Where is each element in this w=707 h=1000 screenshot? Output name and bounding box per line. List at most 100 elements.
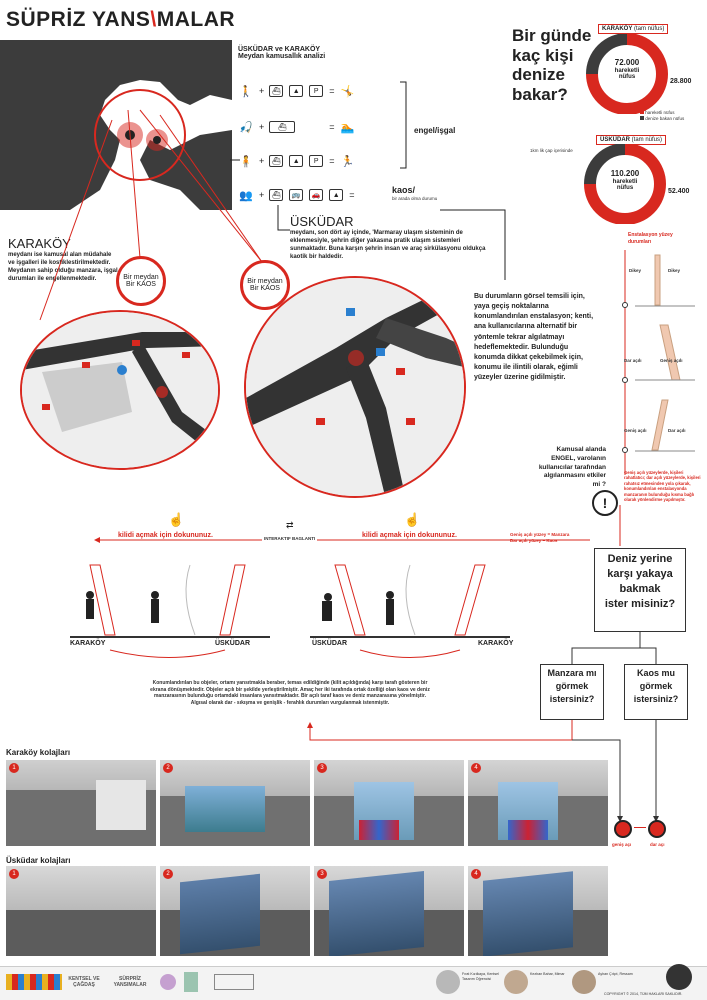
toggle-link: [634, 827, 646, 828]
avatar-3: [572, 970, 596, 994]
footer-logo-2: SÜRPRİZ YANSIMALAR: [113, 976, 147, 988]
install-label-3: Dar açılı: [624, 358, 642, 363]
parking-icon: P: [309, 85, 324, 97]
avatar-1: [436, 970, 460, 994]
kaos-sub: bir arada olma durumu: [392, 196, 438, 201]
avatar-2: [504, 970, 528, 994]
engel-question: Kamusal alanda ENGEL, varolanın kullanıc…: [538, 446, 606, 489]
karakoy-photo-2: 2: [160, 760, 310, 846]
install-label-6: Dar açılı: [668, 428, 686, 433]
uskudar-photo-4: 4: [468, 866, 608, 956]
uskudar-photo-1: 1: [6, 866, 156, 956]
install-label-5: Geniş açılı: [624, 428, 647, 433]
boat-icon-2: ⛴: [269, 155, 284, 167]
photo-number: 1: [9, 763, 19, 773]
uskudar-photo-2: 2: [160, 866, 310, 956]
toggle-wide-button[interactable]: [614, 820, 632, 838]
karakoy-collage-label: Karaköy kolajları: [6, 748, 71, 757]
exclamation-icon: !: [592, 490, 618, 516]
karakoy-section: KARAKÖY meydanı ise kamusal alan müdahal…: [8, 236, 118, 283]
person-hurdle-icon: 🏃: [340, 155, 355, 168]
install-description: Konumlandırılan bu objeler, ortamı yansı…: [150, 680, 430, 706]
toggle-label-left: geniş açı: [612, 842, 632, 847]
karakoy-text: meydanı ise kamusal alan müdahale ve işg…: [8, 252, 118, 283]
touch-label-right: kilidi açmak için dokununuz.: [360, 532, 459, 539]
uskudar-side: 52.400: [668, 188, 690, 195]
copyright: COPYRIGHT © 2014, TÜM HAKLARI SAKLIDIR.: [604, 992, 683, 996]
karakoy-donut: [586, 34, 668, 114]
karakoy-photo-3: 3: [314, 760, 464, 846]
analysis-equations: 🚶+ ⛴▲P =🤸 🎣+ ⛴ =🏊 🧍+ ⛴▲P =🏃 👥+ ⛴🚌🚗▲ =: [239, 85, 355, 202]
install-heading: Enstalasyon yüzey durumları: [628, 232, 673, 245]
installation-illustration: [70, 564, 510, 658]
boat-icon: ⛴: [269, 85, 284, 97]
install-label-1: Dikey: [629, 268, 642, 273]
uskudar-photo-3: 3: [314, 866, 464, 956]
toggle-label-right: dar açı: [650, 842, 665, 847]
install-note: Geniş açılı yüzeylerde, kişileri rahatla…: [624, 470, 701, 503]
cone-icon-2: ▲: [289, 155, 304, 167]
place-uskudar-left: ÜSKÜDAR: [215, 640, 250, 647]
logo-circle: [160, 974, 176, 990]
install-diagrams: [622, 250, 695, 475]
crowd-icon: 👥: [239, 189, 253, 202]
person-fall-icon: 🤸: [340, 85, 355, 98]
logo-colorful: [6, 974, 62, 990]
touch-hand-icon-right: ☝: [404, 512, 421, 527]
karakoy-legend: hareketli nüfus denize bakan nüfus: [640, 110, 684, 122]
uskudar-section: ÜSKÜDAR meydanı, son dört ay içinde, 'Ma…: [290, 214, 495, 261]
karakoy-photo-1: 1: [6, 760, 156, 846]
exchange-icon: ⇄: [286, 520, 294, 530]
touch-label-left: kilidi açmak için dokununuz.: [116, 532, 215, 539]
interactive-link: INTERAKTIF BAGLANTI: [262, 536, 318, 542]
analysis-title: ÜSKÜDAR ve KARAKÖY: [238, 46, 321, 53]
person-stand-icon: 🧍: [239, 155, 253, 168]
karakoy-heading: KARAKÖY: [8, 236, 71, 251]
uskudar-collage-label: Üsküdar kolajları: [6, 856, 71, 865]
logo-tower: [184, 972, 198, 992]
parking-icon-2: P: [309, 155, 324, 167]
photo-number: 2: [163, 869, 173, 879]
toggle-narrow-button[interactable]: [648, 820, 666, 838]
footer-logo-1: KENTSEL VE ÇAĞDAŞ: [68, 976, 100, 988]
logo-galata: [214, 974, 254, 990]
logo-bird: [666, 964, 692, 990]
engel-label: engel/işgal: [414, 126, 456, 135]
person-2: Kezban Bahar, Mimar: [530, 972, 565, 976]
uskudar-value: 110.200 hareketli nüfus: [610, 169, 640, 192]
person-fish-icon: 🎣: [239, 121, 253, 134]
page-title: SÜPRİZ YANS\MALAR: [6, 8, 236, 31]
person-3: Ayhan Çıtçıt, Ressam: [598, 972, 633, 976]
engel-bracket: [400, 81, 407, 169]
place-uskudar-right: ÜSKÜDAR: [312, 640, 347, 647]
cone-icon-3: ▲: [329, 189, 344, 201]
person-1: Fırat Kızılkaya, Kentsel Tasarım Öğrenci…: [462, 972, 499, 981]
bus-icon: 🚌: [289, 189, 304, 201]
cone-icon: ▲: [289, 85, 304, 97]
photo-number: 2: [163, 763, 173, 773]
analysis-subtitle: Meydan kamusallık analizi: [238, 53, 326, 60]
install-label-2: Dikey: [668, 268, 681, 273]
analysis-header: ÜSKÜDAR ve KARAKÖY Meydan kamusallık ana…: [238, 46, 325, 60]
place-karakoy-left: KARAKÖY: [70, 640, 106, 647]
istanbul-map: [0, 40, 232, 210]
person-walk-icon: 🚶: [239, 85, 253, 98]
kaos-label: kaos/: [392, 185, 416, 195]
car-icon: 🚗: [309, 189, 324, 201]
proposal-text: Bu durumların görsel temsili için, yaya …: [474, 293, 594, 382]
uskudar-text: meydanı, son dört ay içinde, 'Marmaray u…: [290, 230, 486, 261]
photo-number: 3: [317, 869, 327, 879]
ship-icon: ⛴: [269, 121, 296, 133]
install-label-4: Geniş açılı: [660, 358, 683, 363]
uskudar-heading: ÜSKÜDAR: [290, 214, 354, 229]
karakoy-photo-4: 4: [468, 760, 608, 846]
swimmer-icon: 🏊: [340, 121, 355, 134]
uskudar-donut: [584, 144, 666, 224]
